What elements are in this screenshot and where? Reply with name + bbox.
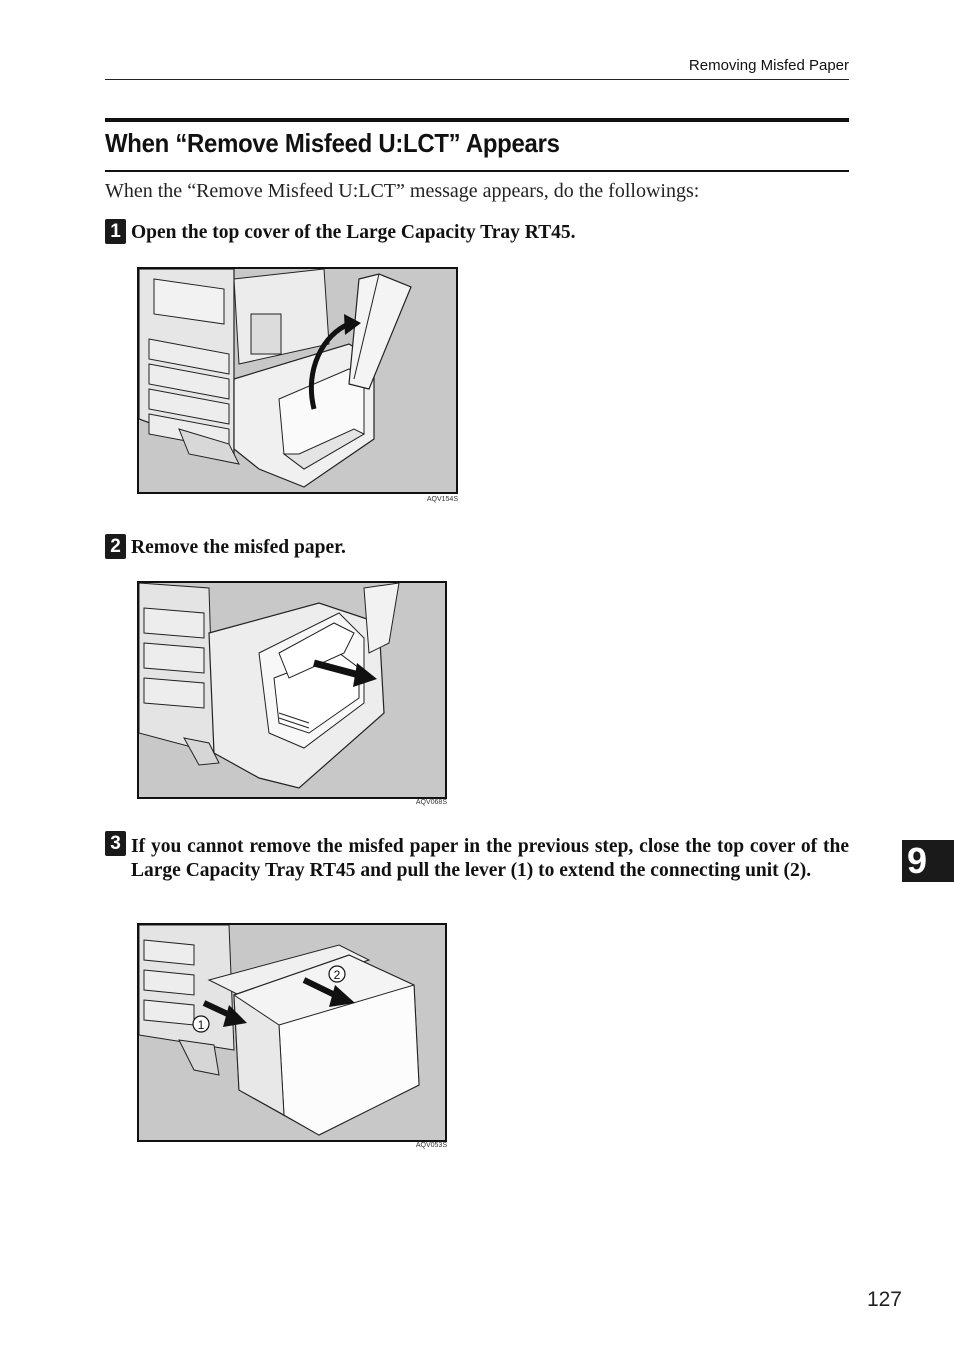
callout-2: 2 [334, 968, 341, 982]
chapter-tab-number: 9 [906, 840, 928, 881]
step-3-badge: 3 [105, 831, 126, 856]
figure-code: AQV053S [415, 1142, 447, 1149]
chapter-tab [902, 840, 954, 882]
intro-paragraph: When the “Remove Misfeed U:LCT” message … [105, 180, 700, 202]
figure-open-top-cover [137, 267, 458, 494]
step-1-text: Open the top cover of the Large Capacity… [131, 222, 576, 243]
step-2-badge: 2 [105, 534, 126, 559]
title-rule-bottom [105, 170, 849, 172]
step-3-text: If you cannot remove the misfed paper in… [131, 836, 849, 881]
title-rule-top [105, 118, 849, 122]
page-number: 127 [866, 1288, 902, 1311]
figure-extend-connecting-unit: 1 2 [137, 923, 447, 1142]
figure-code: AQV154S [426, 496, 458, 503]
step-1-badge: 1 [105, 219, 126, 244]
section-title: When “Remove Misfeed U:LCT” Appears [105, 128, 560, 158]
running-header: Removing Misfed Paper [688, 57, 849, 74]
step-2-text: Remove the misfed paper. [131, 537, 346, 558]
header-rule [105, 79, 849, 80]
figure-remove-misfed-paper [137, 581, 447, 799]
figure-code: AQV068S [415, 799, 447, 806]
callout-1: 1 [198, 1018, 205, 1032]
